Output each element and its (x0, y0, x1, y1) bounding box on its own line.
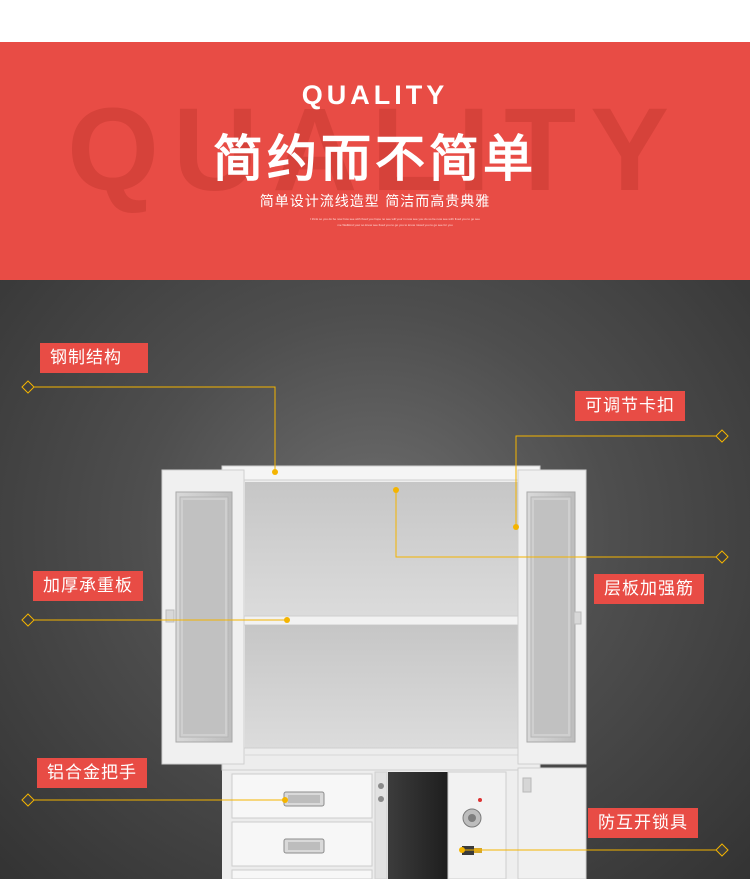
product-section: 钢制结构 可调节卡扣 加厚承重板 层板加强筋 铝合金把手 防互开锁具 (0, 280, 750, 879)
label-adjustable-clip: 可调节卡扣 (575, 391, 685, 421)
lower-right-door[interactable] (517, 767, 587, 879)
right-glass-door[interactable] (517, 469, 587, 765)
callout-dot-icons (272, 469, 519, 853)
label-aluminum-handle: 铝合金把手 (37, 758, 147, 788)
banner-fine-print-1: I think so you do be now how see with fi… (310, 217, 480, 221)
quality-banner: QUALITY QUALITY 简约而不简单 简单设计流线造型 简洁而高贵典雅 … (0, 42, 750, 280)
banner-fine-print-2: me Wellkind your so know see fixed you t… (337, 223, 453, 227)
banner-subtitle: 简单设计流线造型 简洁而高贵典雅 (259, 194, 491, 210)
upper-compartment (245, 482, 518, 620)
watermark-text: QUALITY (67, 84, 683, 216)
drawer-bottom[interactable] (231, 869, 373, 879)
label-steel-structure: 钢制结构 (40, 343, 148, 373)
middle-compartment (245, 625, 518, 748)
left-glass-door[interactable] (161, 469, 245, 765)
callout-diamond-icons (21, 380, 729, 857)
cabinet-illustration (21, 380, 729, 879)
drawer-stack (230, 771, 388, 879)
banner-title: 简约而不简单 (213, 130, 537, 188)
banner-heading-en: QUALITY (301, 80, 449, 110)
label-anti-lock: 防互开锁具 (588, 808, 698, 838)
label-shelf-rib: 层板加强筋 (594, 574, 704, 604)
callout-lines (28, 386, 722, 851)
cabinet-body (221, 465, 541, 879)
label-thick-shelf: 加厚承重板 (33, 571, 143, 601)
safe-compartment (388, 771, 507, 879)
